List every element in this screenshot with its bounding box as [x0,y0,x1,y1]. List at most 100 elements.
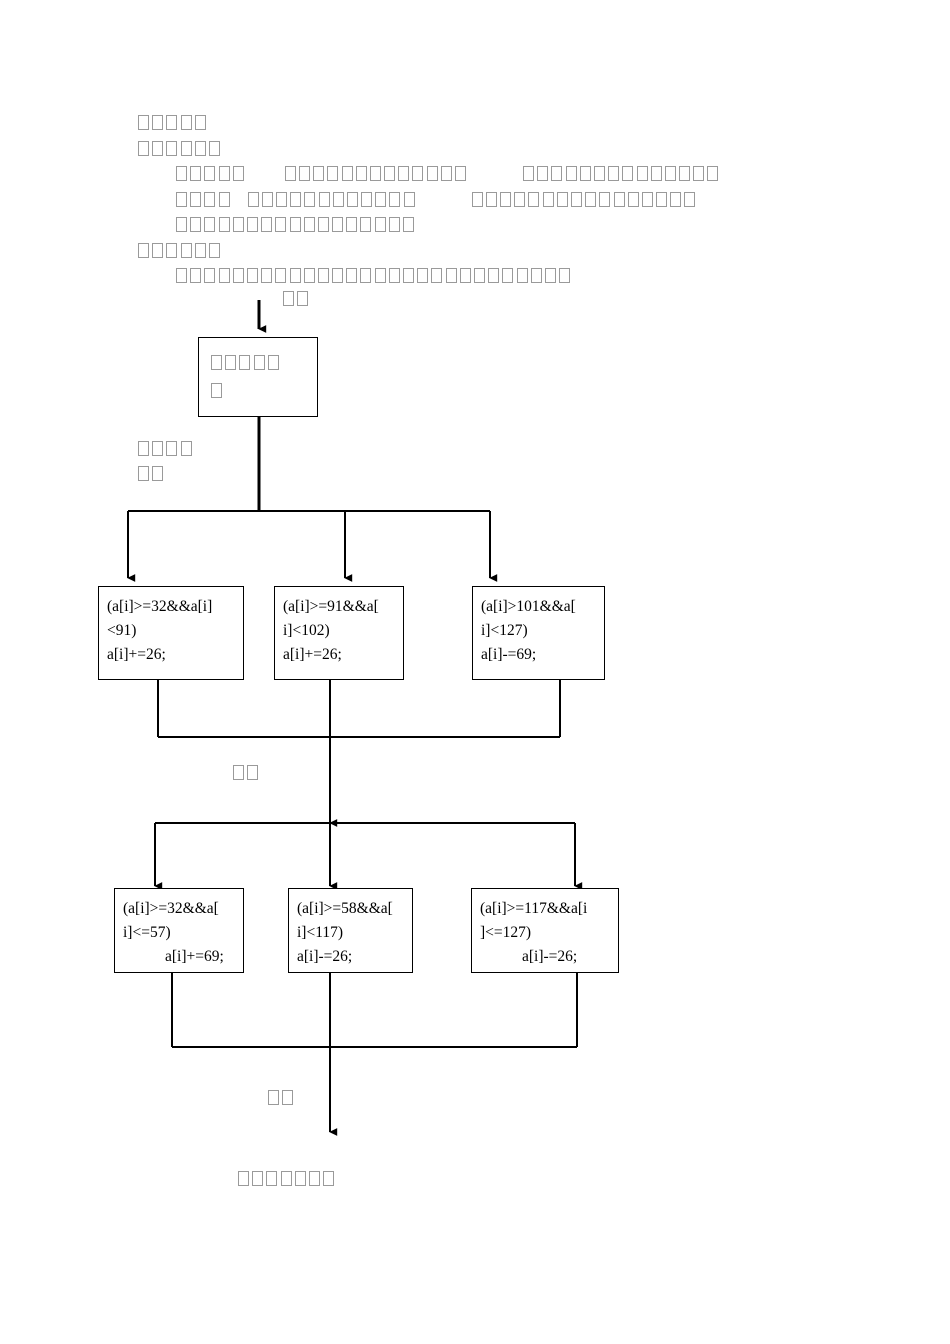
cond-box-5: (a[i]>=58&&a[i]<117)a[i]-=26; [288,888,413,973]
cjk-glyph [656,191,668,207]
prose-line-body-3 [138,214,838,240]
start-node-line [211,350,317,378]
cjk-glyph [570,191,582,207]
cjk-glyph [388,217,400,232]
cjk-glyph [473,268,485,283]
cjk-glyph [346,217,358,232]
cjk-glyph [268,1090,279,1105]
code-line: i]<127) [481,622,528,639]
cjk-glyph [297,291,309,306]
cjk-glyph [208,242,220,258]
cjk-glyph [417,268,429,283]
cjk-glyph [190,191,202,207]
start-node-line [211,378,317,406]
cjk-glyph [211,383,222,398]
code-line: (a[i]>=91&&a[ [283,598,379,615]
cjk-glyph [204,268,216,283]
code-line: a[i]-=69; [481,646,537,663]
cjk-glyph [218,191,230,207]
cjk-glyph [346,268,358,283]
cjk-glyph [208,140,220,156]
cjk-glyph [266,1171,278,1186]
cjk-glyph [332,268,344,283]
cjk-glyph [282,1090,294,1105]
cjk-glyph [341,166,353,181]
cjk-glyph [670,191,682,207]
cjk-glyph [138,441,149,456]
cjk-glyph [152,140,164,156]
cjk-glyph [246,217,258,232]
cjk-glyph [360,217,372,232]
cjk-glyph [238,1171,249,1186]
cjk-glyph [304,191,316,207]
cjk-glyph [332,191,344,207]
cjk-glyph [488,268,500,283]
branch-label-mid [233,762,261,787]
cjk-glyph [233,765,244,780]
cjk-glyph [384,166,396,181]
cjk-glyph [194,115,206,130]
cjk-glyph [445,268,457,283]
cjk-glyph [693,166,705,181]
cjk-glyph [664,166,676,181]
cjk-glyph [459,268,471,283]
cjk-glyph [530,268,542,283]
prose-line-heading-3 [138,240,838,266]
cjk-glyph [551,166,563,181]
cjk-glyph [290,191,302,207]
cjk-glyph [355,166,367,181]
cjk-glyph [426,166,438,181]
entry-label [283,288,311,313]
cjk-glyph [176,191,187,207]
cjk-glyph [440,166,452,181]
cjk-glyph [431,268,443,283]
cjk-glyph [275,191,287,207]
code-line: a[i]+=69; [165,948,224,965]
cjk-glyph [275,217,287,232]
prose-line-heading-1 [138,112,838,138]
cjk-glyph [516,268,528,283]
cjk-glyph [166,441,178,456]
code-line: (a[i]>=58&&a[ [297,900,393,917]
cjk-glyph [485,191,497,207]
cjk-glyph [232,166,244,181]
code-line: (a[i]>101&&a[ [481,598,576,615]
cond-box-1: (a[i]>=32&&a[i]<91)a[i]+=26; [98,586,244,680]
cjk-glyph [323,1171,335,1186]
cjk-glyph [176,268,187,283]
cjk-glyph [211,355,222,370]
cjk-glyph [455,166,466,181]
cjk-glyph [289,268,301,283]
loop-label-a [138,438,195,463]
cjk-glyph [166,115,178,130]
cjk-glyph [613,191,625,207]
cjk-glyph [403,217,414,232]
prose-line-heading-2 [138,138,838,164]
cond-box-4: (a[i]>=32&&a[i]<=57)a[i]+=69; [114,888,244,973]
cjk-glyph [180,441,192,456]
cjk-glyph [253,355,265,370]
cjk-glyph [308,1171,320,1186]
cjk-glyph [152,466,164,481]
cjk-glyph [375,191,387,207]
code-line: (a[i]>=32&&a[ [123,900,219,917]
cjk-glyph [190,268,202,283]
cjk-glyph [280,1171,292,1186]
prose-line-body-1 [138,163,838,189]
cjk-glyph [138,140,149,156]
cjk-glyph [403,191,415,207]
cjk-glyph [544,268,556,283]
cjk-glyph [559,268,571,283]
cjk-glyph [138,115,149,130]
cjk-glyph [389,191,401,207]
cjk-glyph [247,765,259,780]
cjk-glyph [528,191,540,207]
cjk-glyph [650,166,662,181]
cond-box-6: (a[i]>=117&&a[i]<=127)a[i]-=26; [471,888,619,973]
cjk-glyph [608,166,620,181]
cjk-glyph [180,242,192,258]
cjk-glyph [261,217,273,232]
cjk-glyph [232,268,244,283]
cjk-glyph [523,166,534,181]
cjk-glyph [284,166,296,181]
